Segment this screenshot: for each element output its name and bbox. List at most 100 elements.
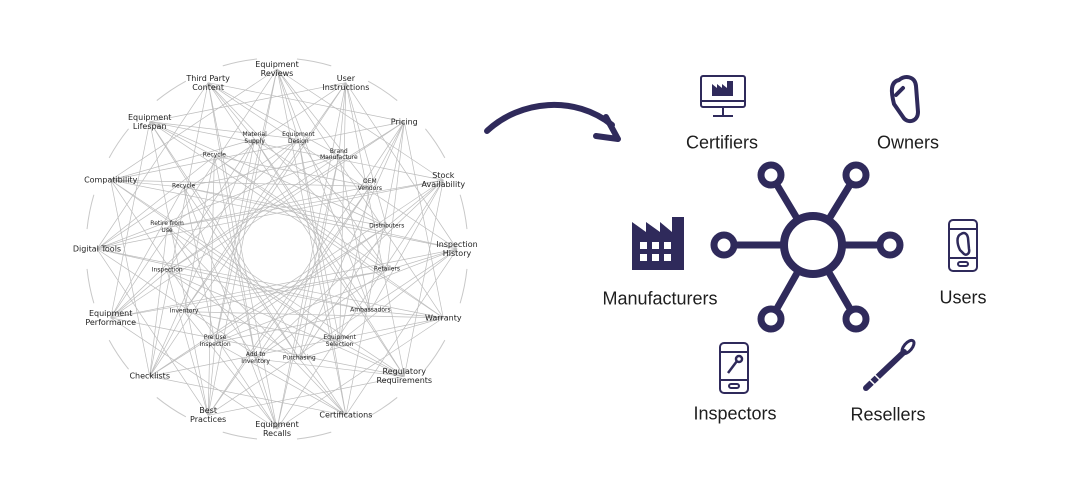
web-inner-node: Material Supply — [242, 131, 267, 146]
web-outer-node: Checklists — [129, 371, 170, 381]
web-outer-node: Equipment Performance — [85, 308, 137, 327]
web-line — [110, 179, 184, 188]
web-line — [255, 179, 444, 360]
ring-segment — [296, 58, 332, 67]
web-line — [276, 82, 347, 430]
web-line — [149, 121, 215, 157]
web-line — [149, 227, 168, 377]
web-line — [255, 358, 278, 430]
web-line — [96, 82, 347, 250]
web-line — [110, 138, 299, 319]
ring-segment — [425, 339, 446, 370]
web-line — [339, 341, 405, 377]
carabiner-icon — [889, 75, 921, 124]
curved-arrow-icon — [484, 101, 621, 142]
web-line — [370, 310, 444, 319]
ring-segment — [459, 268, 468, 304]
web-line — [184, 311, 444, 319]
web-line — [208, 82, 405, 123]
web-line — [96, 155, 339, 250]
web-line — [149, 121, 347, 416]
web-line — [110, 179, 370, 187]
web-outer-node: Warranty — [425, 313, 462, 323]
web-line — [386, 248, 458, 271]
web-inner-node: Retailers — [373, 265, 401, 273]
web-outer-ring — [86, 58, 468, 440]
web-line — [369, 121, 405, 187]
web-outer-node: User Instructions — [322, 73, 370, 92]
web-line — [299, 358, 347, 416]
web-line — [207, 82, 458, 250]
web-line — [96, 82, 209, 250]
web-line — [276, 317, 444, 430]
web-line — [255, 358, 405, 377]
web-line — [96, 179, 444, 250]
web-line — [215, 248, 458, 343]
role-label-owners: Owners — [876, 132, 940, 153]
web-line — [96, 248, 371, 312]
web-line — [345, 82, 388, 227]
web-line — [149, 121, 387, 227]
web-outer-node: Equipment Lifespan — [128, 112, 172, 131]
web-outer-node: Pricing — [390, 117, 418, 127]
sling-icon — [863, 338, 916, 391]
web-line — [110, 270, 388, 319]
web-line — [149, 82, 346, 123]
web-line — [149, 121, 444, 181]
web-inner-node: OEM Vendors — [357, 178, 382, 193]
web-outer-node: Equipment Reviews — [255, 59, 299, 78]
web-line — [149, 121, 300, 359]
web-outer-node: Best Practices — [190, 406, 227, 425]
web-line — [149, 121, 444, 319]
web-line — [110, 121, 151, 318]
web-line — [207, 82, 339, 156]
web-inner-node: Inspection — [151, 266, 183, 274]
ring-segment — [459, 194, 468, 230]
ring-segment — [108, 128, 129, 159]
role-label-certifiers: Certifiers — [685, 132, 759, 153]
ring-segment — [156, 397, 187, 418]
web-inner-node: Recycle — [172, 182, 196, 190]
web-line — [110, 179, 340, 343]
web-line — [207, 82, 405, 377]
web-line — [149, 375, 346, 416]
web-line — [339, 82, 347, 342]
web-line — [276, 68, 347, 416]
web-line — [345, 82, 458, 250]
web-line — [403, 180, 444, 377]
web-line — [207, 82, 388, 271]
web-line — [276, 68, 444, 181]
web-outer-node: Inspection History — [436, 239, 478, 258]
ring-segment — [296, 431, 332, 440]
phone-tool-icon — [719, 342, 749, 394]
role-label-manufacturers: Manufacturers — [602, 288, 718, 309]
web-inner-node: Purchasing — [282, 354, 316, 362]
web-line — [110, 271, 168, 319]
web-line — [370, 179, 444, 311]
web-line — [110, 179, 405, 377]
web-inner-node: Add to Inventory — [241, 351, 270, 365]
web-outer-node: Digital Tools — [72, 244, 122, 254]
web-line — [149, 139, 255, 377]
web-line — [149, 121, 299, 140]
ring-segment — [425, 128, 446, 159]
web-line — [166, 227, 347, 416]
web-line — [96, 248, 209, 416]
ring-segment — [156, 80, 187, 101]
web-line — [110, 187, 184, 319]
ring-segment — [108, 339, 129, 370]
web-line — [166, 271, 209, 416]
web-line — [207, 82, 256, 360]
web-line — [299, 121, 405, 359]
role-label-inspectors: Inspectors — [693, 403, 777, 424]
web-inner-node: Pre Use Inspection — [199, 334, 231, 349]
web-connection-lines — [96, 68, 458, 430]
web-line — [149, 226, 387, 377]
web-line — [276, 68, 371, 187]
role-label-resellers: Resellers — [850, 404, 926, 425]
web-line — [110, 180, 151, 377]
web-line — [149, 311, 185, 377]
web-line — [207, 82, 255, 140]
web-line — [149, 82, 347, 377]
